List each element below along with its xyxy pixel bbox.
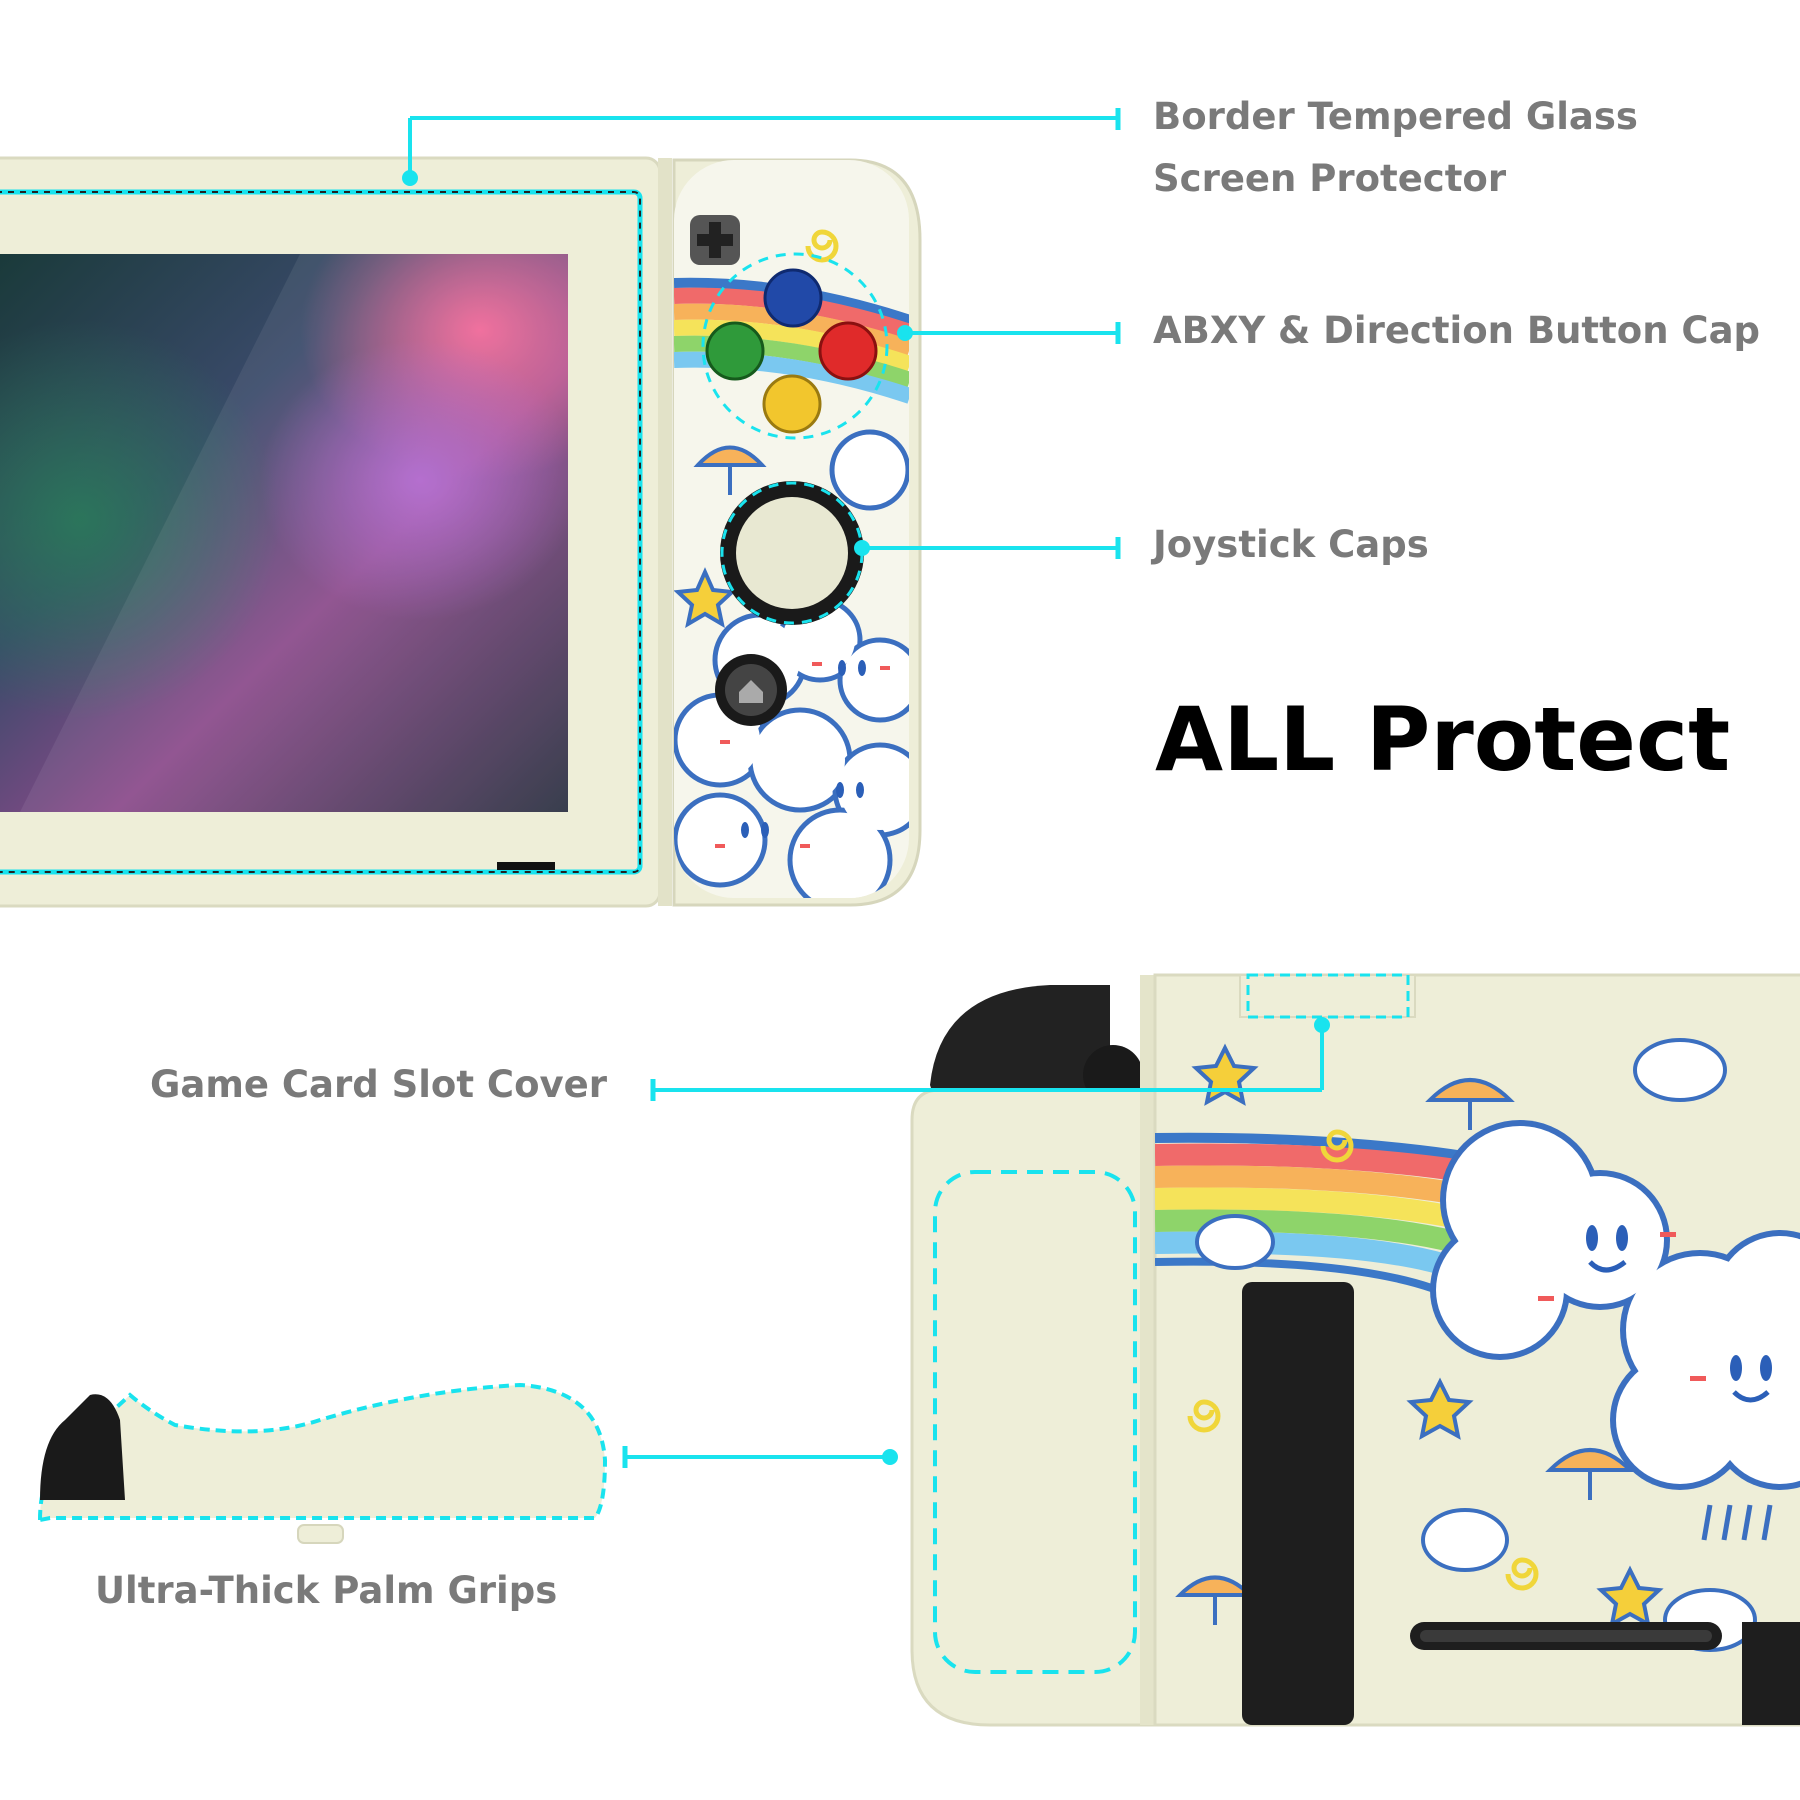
button-b [762,374,822,434]
label-screen-protector: Border Tempered Glass Screen Protector [1153,95,1638,200]
swirl-icon [1187,1399,1221,1433]
umbrella-icon [693,445,767,495]
console-front [0,156,672,908]
label-card-slot: Game Card Slot Cover [150,1063,607,1106]
swirl-icon [805,229,839,263]
button-x [763,268,823,328]
swirl-icon [1505,1557,1539,1591]
star-icon [674,567,737,629]
callout-lines-top [402,108,1121,559]
umbrella-icon [1425,1078,1515,1130]
kickstand [1242,1282,1354,1725]
star-icon [1596,1565,1664,1628]
button-a [818,321,878,381]
console-screen [0,254,568,812]
star-icon [1406,1377,1474,1440]
label-palm-grips: Ultra-Thick Palm Grips [95,1569,558,1612]
umbrella-icon [1545,1448,1635,1500]
abxy-buttons [705,268,878,434]
right-joycon [672,158,922,907]
palm-grip-piece [37,1382,608,1544]
headline: ALL Protect [1155,688,1731,791]
label-joystick-caps: Joystick Caps [1153,523,1429,566]
button-y [705,321,765,381]
joystick [720,481,864,625]
label-button-caps: ABXY & Direction Button Cap [1153,309,1761,352]
dpad-icon [690,215,740,265]
callout-lines-bottom [622,1017,1330,1468]
card-slot-cover [1239,973,1416,1019]
console-back [910,973,1800,1727]
swirl-icon [1320,1129,1354,1163]
home-icon [715,654,787,726]
